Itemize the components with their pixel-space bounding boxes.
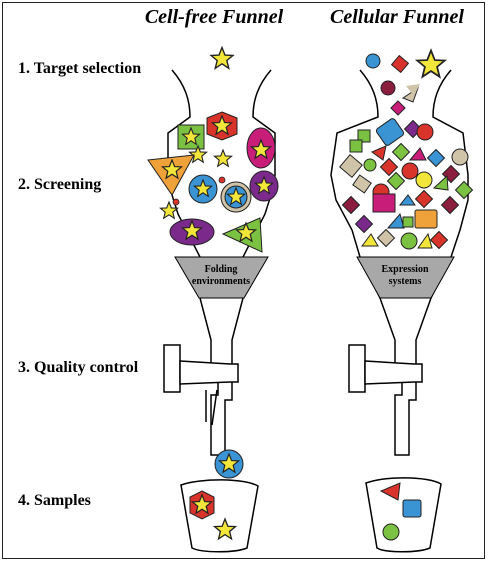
- cellular-screening-shapes: [339, 118, 474, 250]
- cellular-sample-cup: [365, 477, 442, 553]
- step-screening-label: 2. Screening: [18, 176, 102, 193]
- cellular-expression-band: [356, 256, 455, 299]
- cell-free-funnel-title: Cell-free Funnel: [144, 6, 284, 28]
- cell-free-sample-star-falling: [214, 449, 244, 479]
- step-target-selection-label: 1. Target selection: [18, 60, 142, 77]
- cell-free-folding-band: [174, 256, 269, 299]
- cell-free-valve: [179, 360, 239, 385]
- cellular-band-label: Expression systems: [365, 264, 445, 288]
- cell-free-sample-cup: [180, 479, 259, 553]
- cell-free-valve-handle: [163, 344, 181, 393]
- cellular-funnel-title: Cellular Funnel: [330, 6, 464, 28]
- cell-free-band-label: Folding environments: [181, 264, 261, 288]
- cellular-valve: [364, 360, 423, 385]
- cell-free-screening-shapes: [147, 111, 279, 253]
- step-quality-control-label: 3. Quality control: [18, 359, 139, 376]
- cellular-valve-handle: [348, 344, 366, 393]
- cell-free-target-star: [210, 46, 234, 70]
- cellular-band-line1: Expression: [381, 264, 429, 275]
- cellular-band-line2: systems: [388, 276, 422, 287]
- cell-free-funnel: [163, 69, 276, 456]
- cell-free-band-line2: environments: [191, 276, 251, 287]
- cellular-target-shapes: [365, 49, 446, 116]
- step-samples-label: 4. Samples: [18, 492, 91, 509]
- cell-free-band-line1: Folding: [204, 264, 238, 275]
